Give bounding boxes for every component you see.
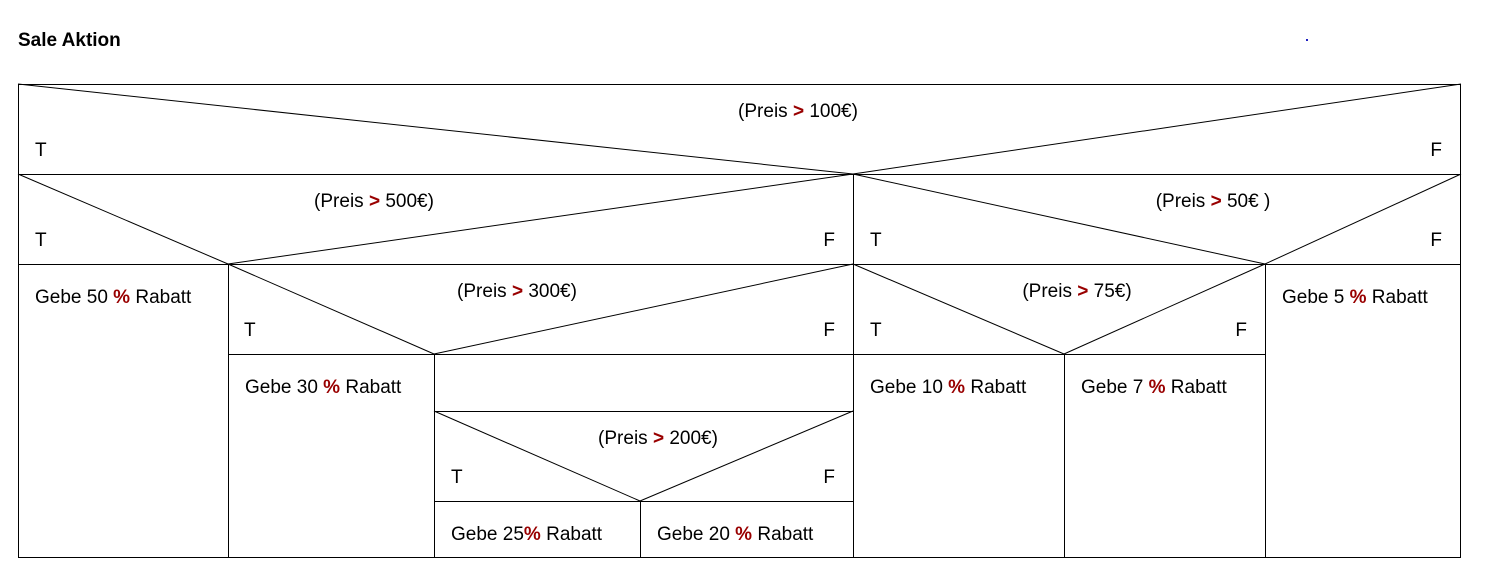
- decision-diagonal: [433, 263, 854, 355]
- false-label: F: [1430, 140, 1442, 161]
- decision-diagonal: [227, 263, 435, 355]
- decision-diagonal: [852, 83, 1462, 175]
- action-rabatt-10: Gebe 10 % Rabatt: [870, 377, 1027, 398]
- decision-diagonal: [17, 83, 854, 175]
- condition-preis-200: (Preis > 200€): [598, 428, 718, 449]
- decision-diagonal: [639, 410, 854, 502]
- condition-preis-100: (Preis > 100€): [738, 101, 858, 122]
- diagram-title: Sale Aktion: [18, 30, 121, 51]
- action-rabatt-25: Gebe 25% Rabatt: [451, 524, 603, 545]
- false-label: F: [823, 320, 835, 341]
- condition-preis-75: (Preis > 75€): [1022, 281, 1131, 302]
- decision-diagonal: [1063, 263, 1266, 355]
- action-rabatt-5: Gebe 5 % Rabatt: [1282, 287, 1428, 308]
- decision-diagonal: [852, 263, 1065, 355]
- decision-diagonal: [227, 173, 854, 265]
- condition-preis-50: (Preis > 50€ ): [1156, 191, 1271, 212]
- decision-diagonal: [1264, 173, 1462, 265]
- diagram-frame: [18, 84, 1461, 558]
- action-rabatt-20: Gebe 20 % Rabatt: [657, 524, 814, 545]
- true-label: T: [35, 230, 47, 251]
- condition-preis-300: (Preis > 300€): [457, 281, 577, 302]
- false-label: F: [1235, 320, 1247, 341]
- false-label: F: [1430, 230, 1442, 251]
- true-label: T: [244, 320, 256, 341]
- decision-diagonal: [852, 173, 1266, 265]
- true-label: T: [35, 140, 47, 161]
- true-label: T: [870, 320, 882, 341]
- true-label: T: [870, 230, 882, 251]
- action-rabatt-7: Gebe 7 % Rabatt: [1081, 377, 1227, 398]
- stray-dot: [1306, 39, 1308, 41]
- action-rabatt-30: Gebe 30 % Rabatt: [245, 377, 402, 398]
- true-label: T: [451, 467, 463, 488]
- false-label: F: [823, 467, 835, 488]
- condition-preis-500: (Preis > 500€): [314, 191, 434, 212]
- decision-diagonal: [17, 173, 229, 265]
- false-label: F: [823, 230, 835, 251]
- decision-diagonal: [433, 410, 641, 502]
- action-rabatt-50: Gebe 50 % Rabatt: [35, 287, 192, 308]
